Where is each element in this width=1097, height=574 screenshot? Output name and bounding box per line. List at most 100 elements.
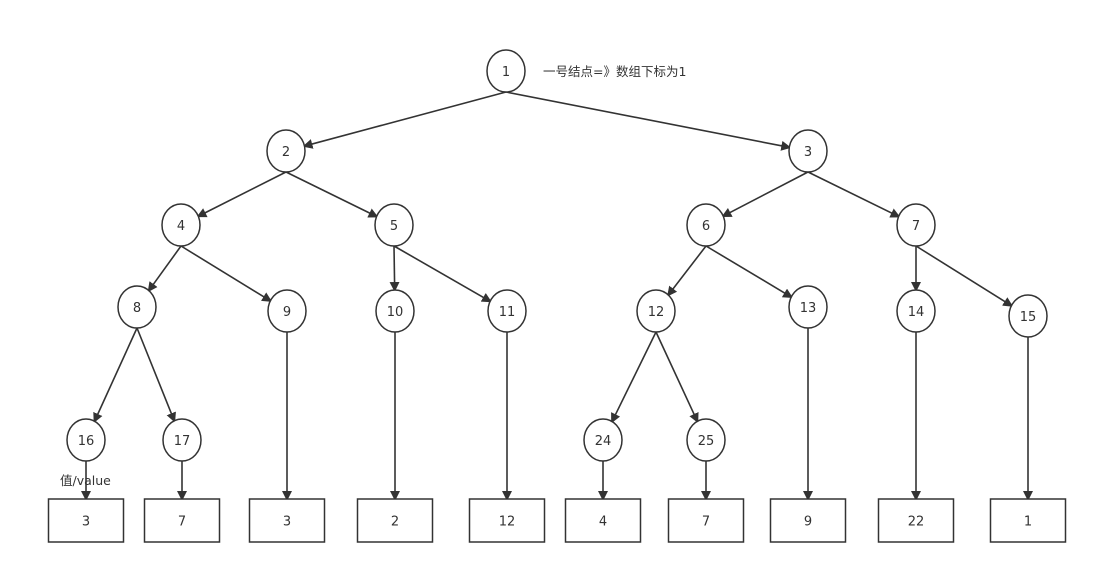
tree-node-17: 17 bbox=[162, 418, 202, 462]
value-box-rect bbox=[989, 498, 1067, 543]
value-box-rect bbox=[356, 498, 434, 543]
value-box-rect bbox=[143, 498, 221, 543]
value-box-rect bbox=[564, 498, 642, 543]
edge-1-2 bbox=[302, 91, 507, 149]
value-box-15: 1 bbox=[989, 498, 1067, 543]
tree-node-25: 25 bbox=[686, 418, 726, 462]
tree-node-2: 2 bbox=[266, 129, 306, 173]
node-label: 2 bbox=[282, 145, 290, 160]
value-box-rect bbox=[877, 498, 955, 543]
value-note: 值/value bbox=[60, 473, 111, 488]
tree-node-14: 14 bbox=[896, 289, 936, 333]
value-box-label: 3 bbox=[82, 515, 90, 530]
node-label: 3 bbox=[804, 145, 812, 160]
value-box-label: 22 bbox=[908, 515, 925, 530]
tree-node-9: 9 bbox=[267, 289, 307, 333]
node-circle bbox=[896, 203, 936, 247]
node-label: 6 bbox=[702, 219, 710, 234]
node-circle bbox=[375, 289, 415, 333]
node-circle bbox=[486, 49, 526, 93]
node-label: 16 bbox=[78, 434, 95, 449]
value-box-label: 12 bbox=[499, 515, 516, 530]
value-box-rect bbox=[667, 498, 745, 543]
root-note: 一号结点=》数组下标为1 bbox=[543, 64, 686, 79]
node-label: 17 bbox=[174, 434, 191, 449]
node-circle bbox=[161, 203, 201, 247]
edge-12-24 bbox=[611, 331, 657, 424]
tree-node-6: 6 bbox=[686, 203, 726, 247]
tree-node-16: 16 bbox=[66, 418, 106, 462]
node-circle bbox=[636, 289, 676, 333]
node-circle bbox=[267, 289, 307, 333]
edge-7-15 bbox=[915, 245, 1014, 307]
tree-node-1: 1 bbox=[486, 49, 526, 93]
leaves-layer: 3 7 3 2 12 4 7 9 22 1 bbox=[47, 498, 1067, 543]
value-box-label: 3 bbox=[283, 515, 291, 530]
value-box-label: 2 bbox=[391, 515, 399, 530]
node-label: 11 bbox=[499, 305, 516, 320]
value-box-rect bbox=[248, 498, 326, 543]
node-circle bbox=[487, 289, 527, 333]
edge-2-4 bbox=[196, 171, 287, 218]
node-label: 5 bbox=[390, 219, 398, 234]
value-box-11: 12 bbox=[468, 498, 546, 543]
value-box-rect bbox=[769, 498, 847, 543]
value-box-label: 7 bbox=[702, 515, 710, 530]
node-label: 10 bbox=[387, 305, 404, 320]
node-label: 9 bbox=[283, 305, 291, 320]
edge-12-25 bbox=[655, 331, 699, 424]
edge-5-11 bbox=[393, 245, 492, 303]
node-label: 1 bbox=[502, 65, 510, 80]
edge-2-5 bbox=[285, 171, 379, 218]
value-box-13: 9 bbox=[769, 498, 847, 543]
node-label: 12 bbox=[648, 305, 665, 320]
edge-8-16 bbox=[93, 327, 138, 424]
node-label: 7 bbox=[912, 219, 920, 234]
value-box-rect bbox=[47, 498, 125, 543]
edge-5-10 bbox=[389, 245, 400, 293]
node-circle bbox=[374, 203, 414, 247]
node-circle bbox=[266, 129, 306, 173]
tree-node-8: 8 bbox=[117, 285, 157, 329]
value-box-25: 7 bbox=[667, 498, 745, 543]
value-box-16: 3 bbox=[47, 498, 125, 543]
value-box-10: 2 bbox=[356, 498, 434, 543]
value-box-24: 4 bbox=[564, 498, 642, 543]
value-box-rect bbox=[468, 498, 546, 543]
node-circle bbox=[583, 418, 623, 462]
node-label: 24 bbox=[595, 434, 612, 449]
tree-node-24: 24 bbox=[583, 418, 623, 462]
node-circle bbox=[66, 418, 106, 462]
value-box-17: 7 bbox=[143, 498, 221, 543]
edge-4-9 bbox=[180, 245, 273, 302]
node-label: 14 bbox=[908, 305, 925, 320]
value-box-14: 22 bbox=[877, 498, 955, 543]
tree-node-10: 10 bbox=[375, 289, 415, 333]
tree-node-12: 12 bbox=[636, 289, 676, 333]
tree-node-15: 15 bbox=[1008, 294, 1048, 338]
node-label: 4 bbox=[177, 219, 185, 234]
edge-8-17 bbox=[136, 327, 176, 423]
value-box-label: 1 bbox=[1024, 515, 1032, 530]
node-circle bbox=[896, 289, 936, 333]
tree-node-5: 5 bbox=[374, 203, 414, 247]
node-circle bbox=[788, 129, 828, 173]
node-label: 15 bbox=[1020, 310, 1037, 325]
edge-4-8 bbox=[147, 245, 182, 293]
edge-3-7 bbox=[807, 171, 901, 218]
tree-node-13: 13 bbox=[788, 285, 828, 329]
tree-node-7: 7 bbox=[896, 203, 936, 247]
node-circle bbox=[788, 285, 828, 329]
edge-6-12 bbox=[667, 245, 707, 297]
node-circle bbox=[686, 203, 726, 247]
value-box-label: 7 bbox=[178, 515, 186, 530]
node-circle bbox=[1008, 294, 1048, 338]
node-label: 13 bbox=[800, 301, 817, 316]
node-label: 8 bbox=[133, 301, 141, 316]
tree-node-11: 11 bbox=[487, 289, 527, 333]
edges-layer bbox=[81, 91, 1033, 501]
tree-node-4: 4 bbox=[161, 203, 201, 247]
